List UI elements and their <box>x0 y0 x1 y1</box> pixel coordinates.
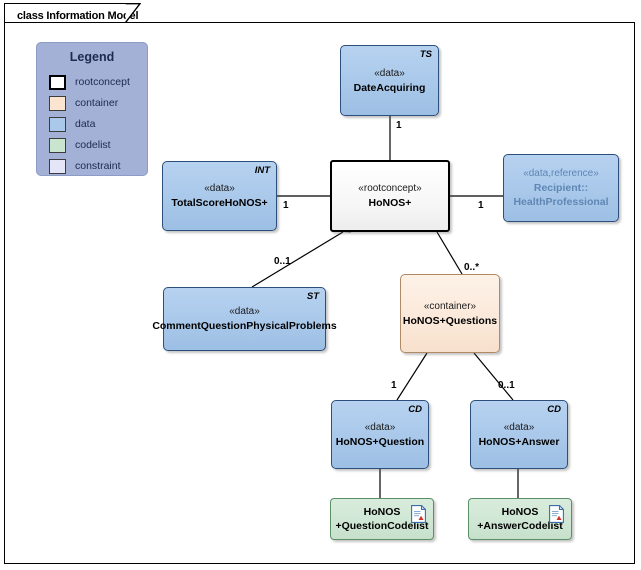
legend-swatch-data <box>49 116 66 132</box>
node-tag-honos-question: CD <box>408 404 422 415</box>
node-name-answer-codelist-line2: +AnswerCodelist <box>477 520 563 532</box>
node-comment-question-physical-problems[interactable]: ST «data» CommentQuestionPhysicalProblem… <box>152 287 337 351</box>
node-name-honos-question: HoNOS+Question <box>335 435 425 448</box>
legend-label-data: data <box>75 118 96 130</box>
node-tag-date-acquiring: TS <box>419 49 432 60</box>
diagram-title: class Information Model <box>17 10 139 22</box>
legend-title: Legend <box>69 50 115 64</box>
node-answer-codelist[interactable]: HoNOS +AnswerCodelist <box>468 498 572 540</box>
diagram-title-tab: class Information Model <box>4 3 139 23</box>
multiplicity-total-score: 1 <box>283 200 289 211</box>
node-name-comment-question: CommentQuestionPhysicalProblems <box>152 320 337 332</box>
node-stereotype-honos-answer: «data» <box>503 421 535 433</box>
node-stereotype-date-acquiring: «data» <box>374 67 405 79</box>
document-icon <box>411 505 426 523</box>
legend-items: rootconcept container data codelist cons… <box>49 72 144 177</box>
node-honos-root[interactable]: «rootconcept» HoNOS+ <box>330 160 450 232</box>
node-name-question-codelist-line1: HoNOS <box>363 506 401 518</box>
multiplicity-recipient: 1 <box>478 200 484 211</box>
legend-item-data: data <box>49 114 144 134</box>
legend-item-constraint: constraint <box>49 156 144 176</box>
legend-swatch-container <box>49 95 66 111</box>
node-name-honos-questions: HoNOS+Questions <box>402 314 498 327</box>
node-total-score[interactable]: INT «data» TotalScoreHoNOS+ <box>162 161 277 231</box>
node-honos-question[interactable]: CD «data» HoNOS+Question <box>331 400 429 469</box>
legend-item-rootconcept: rootconcept <box>49 72 144 92</box>
node-stereotype-honos-question: «data» <box>364 421 396 433</box>
multiplicity-honos-questions: 0..* <box>464 262 480 273</box>
node-honos-questions[interactable]: «container» HoNOS+Questions <box>400 274 500 353</box>
legend-item-codelist: codelist <box>49 135 144 155</box>
title-tab-fold-icon <box>125 3 141 23</box>
node-honos-answer[interactable]: CD «data» HoNOS+Answer <box>470 400 568 469</box>
legend-swatch-constraint <box>49 158 66 174</box>
node-tag-total-score: INT <box>254 165 270 176</box>
legend-swatch-codelist <box>49 137 66 153</box>
node-recipient-health-professional[interactable]: «data,reference» Recipient:: HealthProfe… <box>503 154 619 222</box>
legend-label-codelist: codelist <box>75 139 111 151</box>
node-date-acquiring[interactable]: TS «data» DateAcquiring <box>340 45 439 116</box>
node-question-codelist[interactable]: HoNOS +QuestionCodelist <box>330 498 434 540</box>
multiplicity-honos-question: 1 <box>391 380 397 391</box>
node-stereotype-honos-root: «rootconcept» <box>358 183 422 194</box>
node-tag-comment-question: ST <box>306 291 319 302</box>
node-name-honos-root: HoNOS+ <box>368 197 412 209</box>
node-stereotype-total-score: «data» <box>204 183 235 194</box>
node-name-recipient-line1: Recipient:: <box>533 182 589 194</box>
legend-item-container: container <box>49 93 144 113</box>
node-stereotype-comment-question: «data» <box>229 306 260 317</box>
node-name-date-acquiring: DateAcquiring <box>353 81 426 94</box>
legend-label-constraint: constraint <box>75 160 121 172</box>
multiplicity-honos-answer: 0..1 <box>498 380 515 391</box>
legend-label-rootconcept: rootconcept <box>75 76 130 88</box>
multiplicity-date-acquiring: 1 <box>396 120 402 131</box>
legend-swatch-rootconcept <box>49 74 66 90</box>
node-tag-honos-answer: CD <box>547 404 561 415</box>
node-name-honos-answer: HoNOS+Answer <box>478 435 560 448</box>
multiplicity-comment-question: 0..1 <box>274 256 291 267</box>
node-name-total-score: TotalScoreHoNOS+ <box>171 197 268 209</box>
node-name-question-codelist-line2: +QuestionCodelist <box>335 520 429 532</box>
node-name-recipient-line2: HealthProfessional <box>513 196 609 208</box>
diagram-frame <box>4 22 635 564</box>
document-icon <box>549 505 564 523</box>
legend-label-container: container <box>75 97 119 109</box>
node-stereotype-honos-questions: «container» <box>423 300 477 312</box>
node-name-answer-codelist-line1: HoNOS <box>501 506 539 518</box>
node-stereotype-recipient: «data,reference» <box>523 168 599 179</box>
legend-panel: Legend rootconcept container data codeli… <box>36 42 148 176</box>
